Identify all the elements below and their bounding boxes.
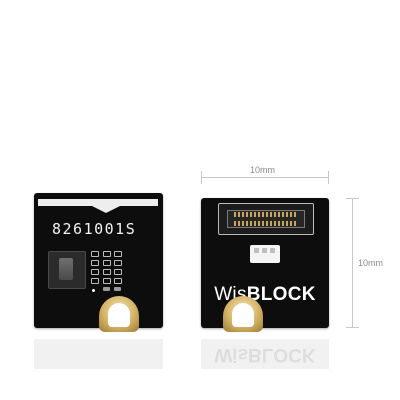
sensor-board-front: 8261001S xyxy=(34,193,163,328)
sensor-window xyxy=(59,258,73,280)
part-number-label: 8261001S xyxy=(52,220,137,238)
width-dimension-line xyxy=(201,177,329,178)
width-dimension-tick-left xyxy=(201,171,202,184)
silkscreen-strip xyxy=(38,199,158,206)
connector-pins-top xyxy=(234,212,296,217)
height-dimension-tick-top xyxy=(346,198,359,199)
reflection-logo: WisBLOCK xyxy=(214,344,316,365)
pad-column-right xyxy=(114,251,122,287)
height-dimension-label: 10mm xyxy=(358,258,384,268)
silkscreen-notch xyxy=(92,206,120,213)
gold-mounting-contact-right xyxy=(223,296,263,332)
smd-pad xyxy=(114,287,121,291)
width-dimension-label: 10mm xyxy=(250,165,276,175)
sensor-chip xyxy=(48,251,86,289)
jst-connector xyxy=(250,245,280,263)
pin-one-marker xyxy=(92,289,95,292)
height-dimension-line xyxy=(352,198,353,328)
pad-column-left xyxy=(91,251,99,287)
gold-mounting-contact-left xyxy=(99,296,139,332)
height-dimension-tick-bottom xyxy=(346,327,359,328)
wisblock-logo: WisBLOCK xyxy=(214,284,316,305)
connector-housing xyxy=(227,210,305,228)
pad-column-mid xyxy=(103,251,111,287)
connector-pins-bottom xyxy=(234,221,296,226)
smd-pad xyxy=(103,287,110,291)
board-to-board-connector xyxy=(218,203,314,235)
connector-board-back: WisBLOCK xyxy=(201,198,329,328)
surface-reflection: WisBLOCK xyxy=(0,339,400,379)
width-dimension-tick-right xyxy=(328,171,329,184)
